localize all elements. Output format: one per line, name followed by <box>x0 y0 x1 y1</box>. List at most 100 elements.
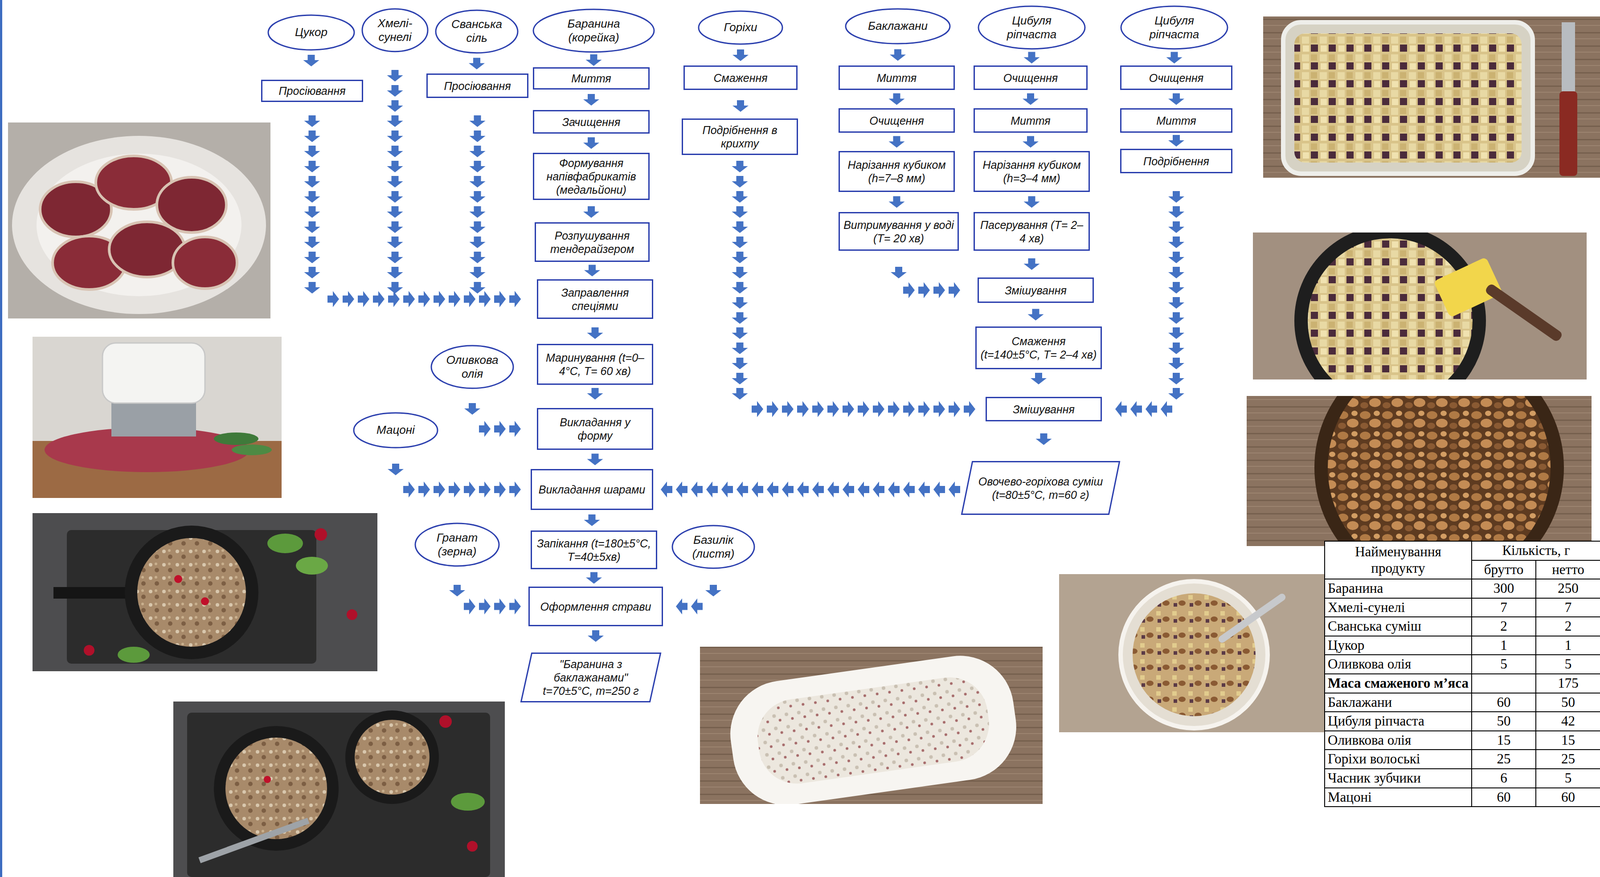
spatula <box>1484 282 1564 343</box>
table-cell: 1 <box>1471 636 1536 656</box>
plate <box>36 153 242 297</box>
flow-arrow <box>433 481 446 498</box>
flow-arrow <box>304 236 321 249</box>
node-label: Хмелі-сунелі <box>371 16 419 45</box>
table-text: 2 <box>1564 618 1572 635</box>
node-label: Миття <box>978 114 1083 128</box>
flow-arrow <box>469 236 486 249</box>
flow-arrow <box>732 312 749 324</box>
flow-arrow <box>857 481 870 498</box>
connector <box>888 93 905 106</box>
process-box: Миття <box>973 108 1088 133</box>
flow-arrow <box>705 585 722 597</box>
basil <box>295 556 328 575</box>
process-box: Смаження (t=140±5°C, T= 2–4 хв) <box>975 326 1102 370</box>
flow-arrow <box>1115 401 1127 418</box>
oval-shape <box>268 15 355 50</box>
flow-arrow <box>721 481 733 498</box>
flow-arrow <box>387 130 404 143</box>
pan <box>345 710 439 805</box>
flow-arrow <box>887 401 900 418</box>
meat-piece <box>172 237 238 289</box>
pan-handle <box>53 587 130 599</box>
connector <box>1168 93 1185 106</box>
table-cell: 60 <box>1535 788 1600 808</box>
connector <box>1168 135 1185 147</box>
flow-arrow <box>1027 309 1044 321</box>
parallelogram-outline <box>961 461 1121 516</box>
process-box: Заправлення спеціями <box>536 279 654 320</box>
table-text: Цибуля ріпчаста <box>1327 713 1425 729</box>
flow-arrow <box>1035 433 1052 446</box>
table-text: Часник зубчики <box>1327 770 1421 786</box>
connector <box>583 94 600 106</box>
oval-shape <box>431 345 514 389</box>
pomegranate <box>174 575 183 584</box>
connector <box>1023 258 1040 271</box>
flow-arrow <box>448 291 461 308</box>
flow-arrow <box>1168 297 1185 309</box>
node-label: Смаження <box>688 71 793 85</box>
flow-arrow <box>890 266 907 279</box>
table-cell: 50 <box>1471 712 1536 732</box>
process-box: Очищення <box>1120 65 1233 91</box>
flow-arrow <box>691 598 703 615</box>
flow-arrow <box>660 481 673 498</box>
flow-arrow <box>583 137 600 149</box>
flow-arrow <box>732 251 749 264</box>
table-cell: 60 <box>1471 788 1536 808</box>
flow-arrow <box>781 481 794 498</box>
flow-arrow <box>387 251 404 264</box>
flow-arrow <box>842 401 855 418</box>
flow-arrow <box>1168 388 1185 400</box>
flow-arrow <box>1168 372 1185 385</box>
oval-shape <box>978 6 1085 50</box>
flow-arrow <box>494 481 506 498</box>
connector <box>890 266 961 299</box>
flow-arrow <box>933 481 946 498</box>
table-text: Оливкова олія <box>1327 732 1412 749</box>
connector <box>387 463 521 498</box>
baking-dish <box>723 649 1024 805</box>
flow-arrow <box>304 145 321 158</box>
flow-arrow <box>387 115 404 127</box>
node-label: Просіювання <box>431 79 524 93</box>
connector <box>888 136 905 148</box>
flow-arrow <box>732 221 749 234</box>
flow-arrow <box>918 481 930 498</box>
flow-arrow <box>1145 401 1158 418</box>
flow-arrow <box>766 401 779 418</box>
connector <box>584 514 601 527</box>
photo-ground <box>8 122 271 319</box>
node-label: Змішування <box>990 402 1097 417</box>
flow-arrow <box>812 401 824 418</box>
flow-arrow <box>1168 191 1185 203</box>
photo-ground <box>1263 16 1600 178</box>
flow-arrow <box>304 191 321 203</box>
oval-shape <box>698 11 783 45</box>
table-cell: 50 <box>1535 693 1600 713</box>
walnuts <box>1327 396 1551 547</box>
flow-arrow <box>585 572 602 585</box>
process-box: Смаження <box>683 65 798 91</box>
flow-arrow <box>732 282 749 294</box>
process-box: Формування напівфабрикатів (медальйони) <box>532 152 650 201</box>
table-text: брутто <box>1484 561 1524 578</box>
connector <box>1166 51 1183 64</box>
basil <box>117 646 150 663</box>
node-label: Маринування (t=0–4°C, T= 60 хв) <box>541 351 649 378</box>
ingredient-oval: Сванська сіль <box>434 9 519 54</box>
photo-pan <box>1252 232 1587 380</box>
connector <box>469 115 522 308</box>
flow-arrow <box>732 297 749 309</box>
mixture <box>1132 593 1256 717</box>
node-label: Миття <box>537 71 645 86</box>
table-cell: 1 <box>1535 636 1600 656</box>
flow-arrow <box>494 291 506 308</box>
table-cell: Баклажани <box>1324 693 1472 713</box>
flow-arrow <box>1166 51 1183 64</box>
table-cell: 42 <box>1535 712 1600 732</box>
matsoni-layer <box>752 672 994 790</box>
ingredient-oval: Горіхи <box>697 10 784 46</box>
